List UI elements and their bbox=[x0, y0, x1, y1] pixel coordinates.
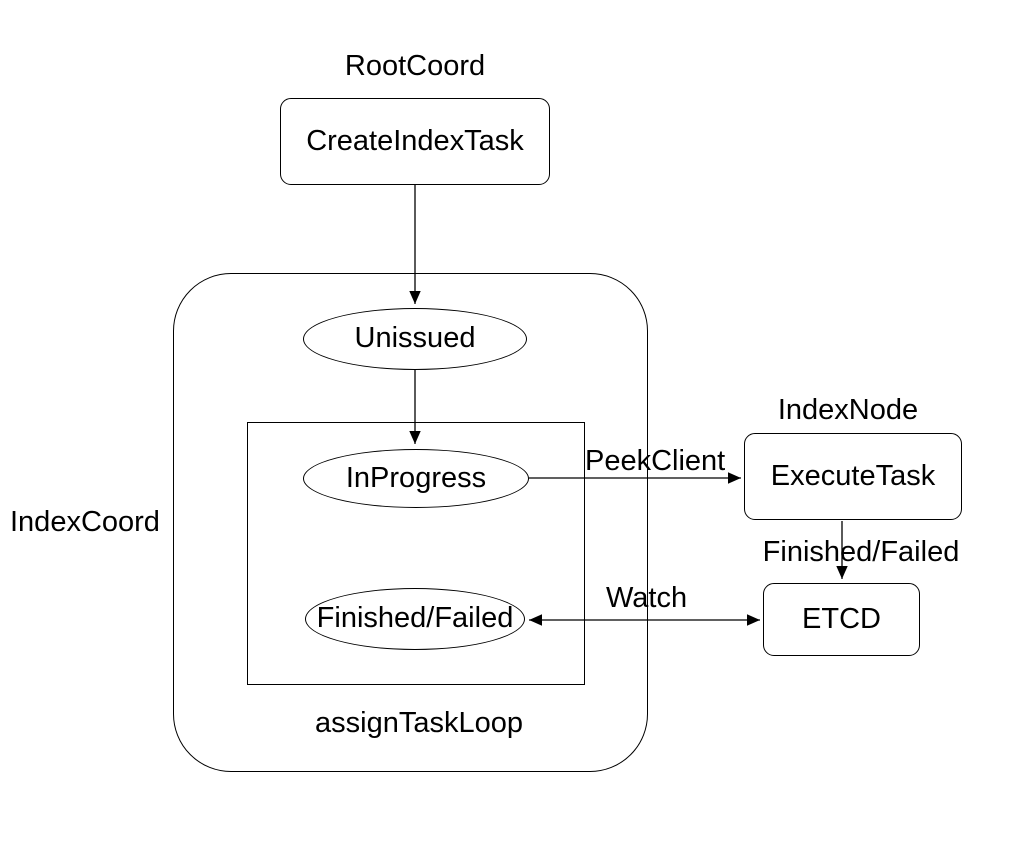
create-index-task-label: CreateIndexTask bbox=[306, 124, 524, 157]
etcd-label: ETCD bbox=[802, 602, 881, 635]
execute-task-node: ExecuteTask bbox=[744, 433, 962, 520]
create-index-task-node: CreateIndexTask bbox=[280, 98, 550, 185]
unissued-state-label: Unissued bbox=[354, 322, 476, 355]
etcd-node: ETCD bbox=[763, 583, 920, 656]
in-progress-state-label: InProgress bbox=[345, 461, 487, 494]
finished-failed-state-node: Finished/Failed bbox=[305, 588, 525, 650]
assign-task-loop-rect bbox=[247, 422, 585, 685]
in-progress-state-node: InProgress bbox=[303, 449, 529, 508]
unissued-state-node: Unissued bbox=[303, 308, 527, 370]
index-coord-container bbox=[173, 273, 648, 772]
finished-failed-state-label: Finished/Failed bbox=[316, 602, 514, 635]
execute-task-label: ExecuteTask bbox=[770, 459, 936, 492]
